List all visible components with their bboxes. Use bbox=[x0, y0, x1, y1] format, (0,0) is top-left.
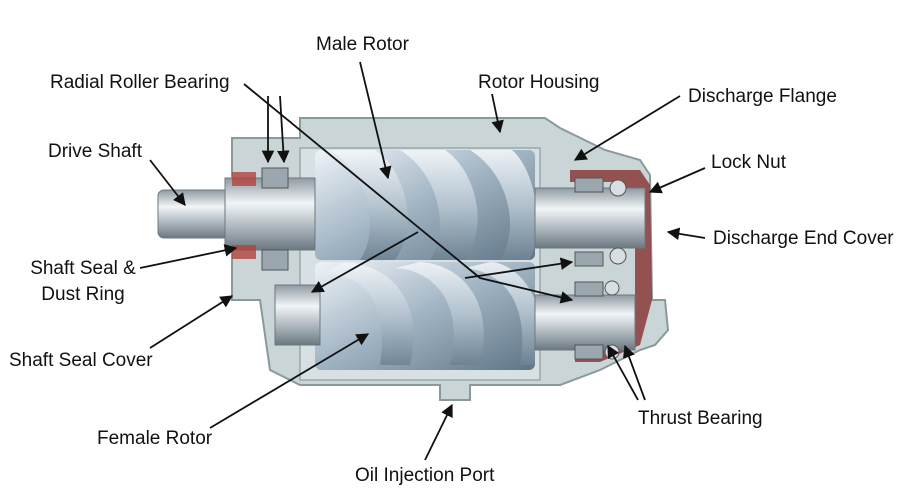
label-male-rotor: Male Rotor bbox=[316, 34, 409, 55]
arrow-radial-bearing-b bbox=[277, 95, 290, 164]
arrow-discharge-end-cover bbox=[666, 227, 706, 241]
discharge-shafts-shape bbox=[274, 187, 646, 351]
label-discharge-end-cover: Discharge End Cover bbox=[713, 228, 894, 249]
arrow-thrust-bearing-b bbox=[623, 344, 646, 401]
label-lock-nut: Lock Nut bbox=[711, 152, 786, 173]
arrow-shaft-seal bbox=[139, 244, 238, 269]
label-shaft-seal-line1: Shaft Seal & bbox=[30, 258, 136, 279]
arrow-female-rotor bbox=[209, 333, 370, 429]
arrow-rotor-housing bbox=[491, 93, 504, 134]
arrow-radial-bearing-c bbox=[243, 83, 574, 304]
female-rotor-shape bbox=[315, 262, 535, 370]
arrow-oil-injection-port bbox=[424, 403, 453, 461]
arrow-discharge-flange bbox=[573, 95, 681, 161]
label-female-rotor: Female Rotor bbox=[97, 428, 213, 449]
label-drive-shaft: Drive Shaft bbox=[48, 141, 142, 162]
label-shaft-seal-cover: Shaft Seal Cover bbox=[9, 350, 153, 371]
label-oil-injection-port: Oil Injection Port bbox=[355, 465, 495, 486]
label-shaft-seal-line2: Dust Ring bbox=[41, 284, 125, 305]
bearings-shape bbox=[232, 167, 627, 360]
arrow-male-rotor bbox=[359, 61, 392, 180]
male-rotor-shape bbox=[315, 150, 538, 260]
drive-shaft-shape bbox=[157, 177, 316, 251]
arrow-radial-bearing-d bbox=[464, 257, 574, 279]
arrow-drive-shaft bbox=[149, 159, 186, 206]
arrow-shaft-seal-cover bbox=[149, 295, 234, 349]
label-radial-roller-bearing: Radial Roller Bearing bbox=[50, 72, 230, 93]
arrow-female-bearing bbox=[310, 231, 419, 293]
label-rotor-housing: Rotor Housing bbox=[478, 72, 600, 93]
arrow-thrust-bearing-a bbox=[607, 344, 639, 401]
label-thrust-bearing: Thrust Bearing bbox=[638, 408, 763, 429]
arrow-lock-nut bbox=[648, 167, 706, 194]
label-discharge-flange: Discharge Flange bbox=[688, 86, 837, 107]
callout-arrows bbox=[139, 61, 706, 461]
